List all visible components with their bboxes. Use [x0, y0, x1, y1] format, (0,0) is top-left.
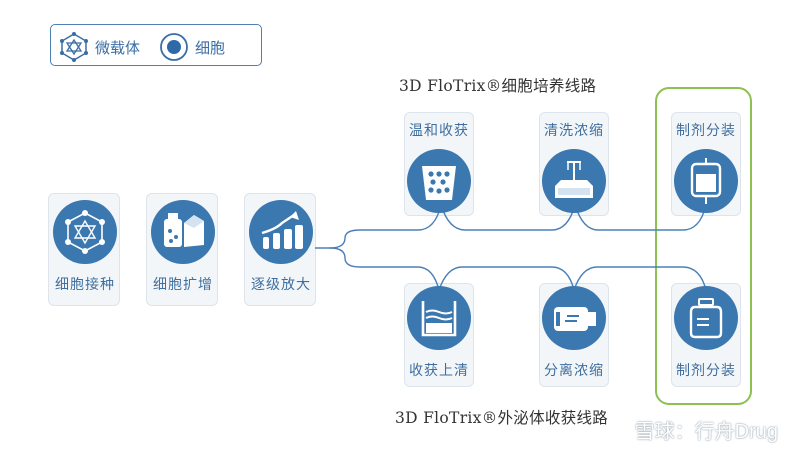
- gentle-harvest-node: [406, 148, 472, 214]
- legend-cell: 细胞: [159, 32, 225, 62]
- legend: 微载体 细胞: [50, 24, 262, 66]
- gentle-harvest-label: 温和收获: [409, 123, 469, 139]
- gentle-harvest-icon: [407, 149, 471, 213]
- bioreactor-bottles-icon: [151, 200, 215, 264]
- infusion-bag-icon: [674, 149, 738, 213]
- legend-microcarrier: 微载体: [59, 32, 140, 62]
- cell-icon: [160, 33, 188, 61]
- expansion-node: [150, 199, 216, 265]
- scaleup-label: 逐级放大: [251, 277, 311, 293]
- wash-concentrate-label: 清洗浓缩: [544, 123, 604, 139]
- supernatant-node: [406, 285, 472, 351]
- watermark: 雪球：行舟Drug: [634, 421, 778, 443]
- cell-line-title: 3D FloTrix®细胞培养线路: [399, 77, 597, 95]
- separation-device-icon: [542, 286, 606, 350]
- scaleup-node: [248, 199, 314, 265]
- exosome-line-title: 3D FloTrix®外泌体收获线路: [395, 409, 609, 427]
- formulation-upper-label: 制剂分装: [676, 123, 736, 139]
- legend-microcarrier-label: 微载体: [95, 38, 141, 57]
- formulation-lower-node: [673, 285, 739, 351]
- expansion-label: 细胞扩增: [153, 277, 213, 293]
- separation-label: 分离浓缩: [544, 363, 604, 379]
- legend-cell-label: 细胞: [195, 38, 226, 57]
- supernatant-label: 收获上清: [409, 363, 469, 379]
- seeding-node: [52, 199, 118, 265]
- formulation-lower-label: 制剂分装: [676, 363, 736, 379]
- microcarrier-seeding-icon: [53, 200, 117, 264]
- seeding-label: 细胞接种: [55, 277, 115, 293]
- wash-concentrate-icon: [542, 149, 606, 213]
- microcarrier-icon: [60, 32, 88, 62]
- formulation-highlight-box: [655, 87, 752, 405]
- wash-concentrate-node: [541, 148, 607, 214]
- supernatant-beaker-icon: [407, 286, 471, 350]
- formulation-upper-node: [673, 148, 739, 214]
- vial-bottle-icon: [674, 286, 738, 350]
- scale-up-chart-icon: [249, 200, 313, 264]
- separation-node: [541, 285, 607, 351]
